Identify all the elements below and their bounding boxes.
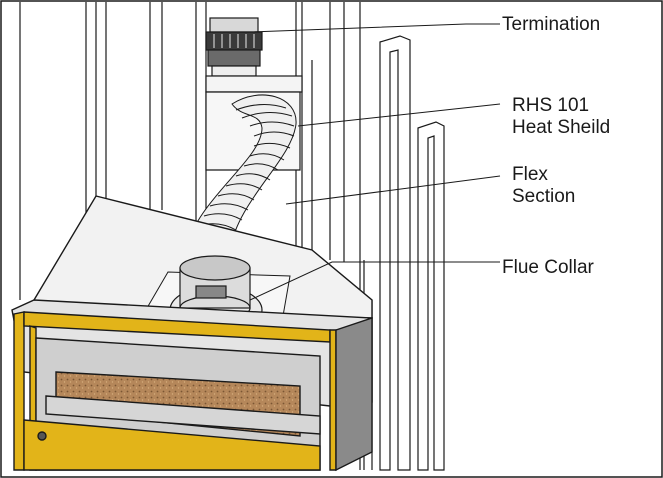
label-heat-shield: RHS 101 Heat Sheild [512,95,610,139]
leader-lines [249,23,501,301]
label-flue-collar: Flue Collar [502,257,594,278]
label-heat-shield-line2: Heat Sheild [512,117,611,138]
flex-section-duct [185,94,297,251]
label-termination: Termination [502,14,601,35]
firebox-body [11,299,373,472]
wall-framing [19,2,445,471]
termination-cap [205,17,303,93]
label-heat-shield-line1: RHS 101 [512,95,590,116]
label-flex-section-line1: Flex [512,164,548,185]
label-flex-section-line2: Section [512,186,576,207]
label-flex-section: Flex Section [512,164,575,208]
